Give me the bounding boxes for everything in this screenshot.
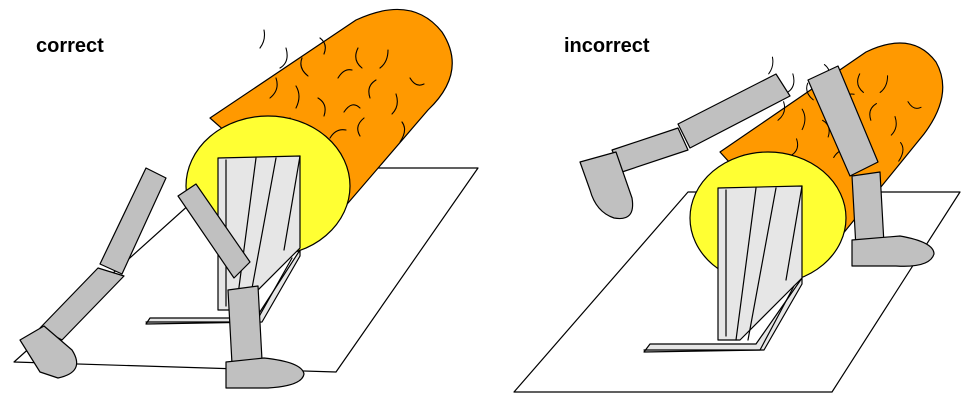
incorrect-panel — [514, 43, 960, 392]
support-foot — [852, 236, 934, 266]
front-foot — [226, 358, 304, 388]
wedge — [644, 186, 802, 352]
correct-panel — [14, 9, 478, 388]
incorrect-label: incorrect — [564, 36, 650, 56]
correct-label: correct — [36, 36, 104, 56]
back-leg — [20, 168, 166, 378]
